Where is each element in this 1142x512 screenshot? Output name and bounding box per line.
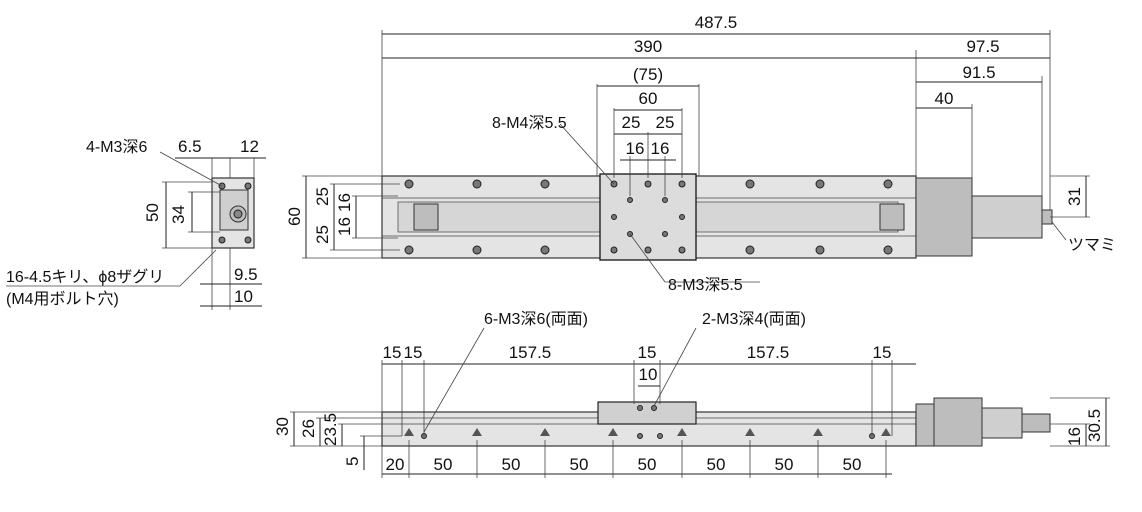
side-motor-housing	[933, 397, 983, 447]
mount-hole	[745, 245, 755, 255]
end-view-hole	[218, 236, 226, 244]
dim-total-length: 487.5	[695, 13, 738, 32]
end-view-bolt-label-2: (M4用ボルト穴)	[6, 290, 119, 308]
mount-hole	[883, 245, 893, 255]
table-hole	[678, 180, 686, 188]
side-dim-pitch: 50	[434, 455, 453, 474]
side-dim-motor-16: 16	[1065, 427, 1084, 446]
side-dim-pitch-20: 20	[386, 455, 405, 474]
side-m3-label: 6-M3深6(両面)	[484, 310, 588, 328]
dim-motor-length: 97.5	[966, 37, 999, 56]
motor-housing	[915, 177, 973, 257]
side-dim-157a: 157.5	[509, 343, 552, 362]
side-hole	[657, 433, 663, 439]
side-dim-pitch: 50	[775, 455, 794, 474]
mount-hole	[404, 179, 414, 189]
end-view-dim-top-a: 6.5	[178, 137, 202, 156]
dim-motor-to-knob: 91.5	[962, 63, 995, 82]
mount-hole	[745, 179, 755, 189]
side-m3-small-label: 2-M3深4(両面)	[702, 310, 806, 328]
table-hole	[679, 214, 685, 220]
mount-hole	[404, 245, 414, 255]
table-hole	[627, 197, 633, 203]
table-hole	[611, 214, 617, 220]
mount-hole	[883, 179, 893, 189]
side-dim-26: 26	[299, 419, 318, 438]
end-view-hole	[244, 182, 252, 190]
mount-hole	[472, 245, 482, 255]
end-view-hole	[244, 236, 252, 244]
side-mount-markers	[404, 428, 891, 436]
side-dim-15a: 15	[383, 343, 402, 362]
dim-table-pitch-outer: (75)	[633, 65, 663, 84]
mount-hole	[815, 245, 825, 255]
dim-inner-left: 16	[626, 139, 645, 158]
side-dim-15c: 15	[638, 343, 657, 362]
mount-hole	[815, 179, 825, 189]
end-view-dim-34: 34	[169, 205, 188, 224]
dim-half-pitch-right: 25	[656, 113, 675, 132]
end-view-screw-center	[233, 209, 243, 219]
side-dim-pitch: 50	[707, 455, 726, 474]
table-hole	[610, 246, 618, 254]
dim-half-pitch-left: 25	[622, 113, 641, 132]
side-dim-pitch: 50	[843, 455, 862, 474]
side-dim-15b: 15	[404, 343, 423, 362]
stopper-left	[413, 203, 439, 231]
side-knob-icon[interactable]	[1021, 413, 1051, 433]
end-view-bolt-label: 16-4.5キリ、ϕ8ザグリ	[6, 268, 164, 286]
side-dim-5: 5	[343, 457, 362, 466]
mount-hole	[472, 179, 482, 189]
side-dim-motor-30-5: 30.5	[1085, 409, 1104, 442]
dim-knob-height: 31	[1065, 187, 1084, 206]
dim-width-total: 60	[285, 207, 304, 226]
end-view-dim-top-b: 12	[240, 137, 259, 156]
dim-v-upper-16: 16	[335, 193, 354, 212]
mount-hole	[540, 179, 550, 189]
side-dim-23-5: 23.5	[321, 413, 340, 446]
dim-v-lower-25: 25	[313, 225, 332, 244]
stopper-right	[879, 203, 905, 231]
side-view: 6-M3深6(両面) 2-M3深4(両面) 15 15 157.5 15 10 …	[273, 310, 1110, 478]
side-dim-pitch: 50	[570, 455, 589, 474]
end-view-dim-50: 50	[143, 203, 162, 222]
knob-label: ツマミ	[1068, 237, 1116, 254]
side-motor-flange	[915, 403, 935, 447]
mount-hole	[540, 245, 550, 255]
side-dim-10: 10	[639, 365, 658, 384]
side-hole	[637, 405, 643, 411]
m4-tap-label: 8-M4深5.5	[492, 114, 567, 132]
side-hole	[651, 405, 657, 411]
table-hole	[678, 246, 686, 254]
side-table	[597, 401, 697, 425]
dim-motor-offset: 40	[935, 89, 954, 108]
table-hole	[662, 197, 668, 203]
end-view-m3-label: 4-M3深6	[86, 138, 147, 156]
side-hole	[637, 433, 643, 439]
m3-tap-label: 8-M3深5.5	[668, 276, 743, 294]
side-motor-body	[981, 407, 1023, 439]
side-dim-pitch: 50	[502, 455, 521, 474]
end-view-dim-bottom-a: 9.5	[234, 265, 258, 284]
dim-table-pitch: 60	[639, 89, 658, 108]
table-hole	[644, 246, 652, 254]
end-view: 4-M3深6 6.5 12 50 34 9.5 10 16-4.5キリ、ϕ8ザグ…	[6, 137, 266, 310]
dim-rail-length: 390	[634, 37, 662, 56]
top-view: 487.5 390 97.5 91.5 40 (75) 60 25 25 16 …	[285, 13, 1116, 294]
side-dim-157b: 157.5	[747, 343, 790, 362]
table-hole	[644, 180, 652, 188]
end-view-dim-bottom-b: 10	[234, 287, 253, 306]
table-hole	[662, 231, 668, 237]
dim-inner-right: 16	[651, 139, 670, 158]
dim-v-lower-16: 16	[335, 217, 354, 236]
side-dim-30: 30	[273, 417, 292, 436]
dim-v-upper-25: 25	[313, 187, 332, 206]
side-dim-pitch: 50	[638, 455, 657, 474]
motor-body	[971, 195, 1043, 239]
side-dim-15d: 15	[873, 343, 892, 362]
